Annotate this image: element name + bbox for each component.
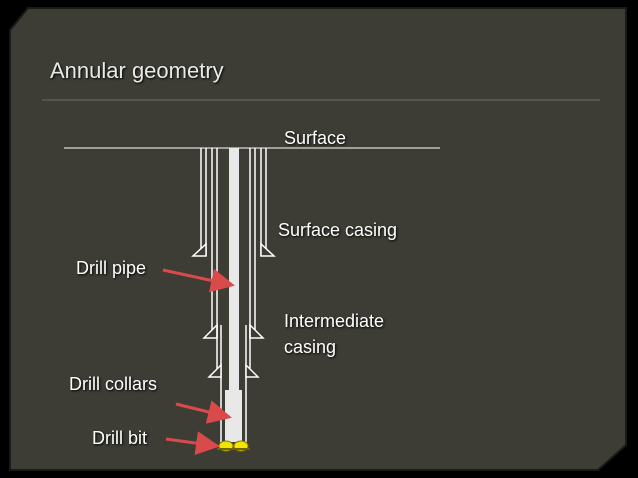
- drill-bit-arrow: [165, 431, 220, 456]
- drill-collars-label: Drill collars: [69, 374, 158, 394]
- surface-casing: [191, 148, 276, 257]
- inner-casing: [207, 325, 260, 447]
- surface-label: Surface: [284, 128, 347, 148]
- slide-background: [9, 7, 627, 471]
- surface-casing-label: Surface casing: [278, 220, 398, 240]
- intermediate-casing: [202, 148, 265, 339]
- drill-pipe-label: Drill pipe: [76, 258, 147, 278]
- intermediate-casing-label-line1: Intermediate: [284, 311, 385, 331]
- slide-title: Annular geometry: [50, 58, 224, 83]
- intermediate-casing-label-line2: casing: [284, 337, 337, 357]
- drill-collars-arrow: [175, 400, 232, 424]
- drill-pipe: [229, 148, 239, 390]
- drill-pipe-arrow: [162, 268, 235, 293]
- drill-bit-label: Drill bit: [92, 428, 148, 448]
